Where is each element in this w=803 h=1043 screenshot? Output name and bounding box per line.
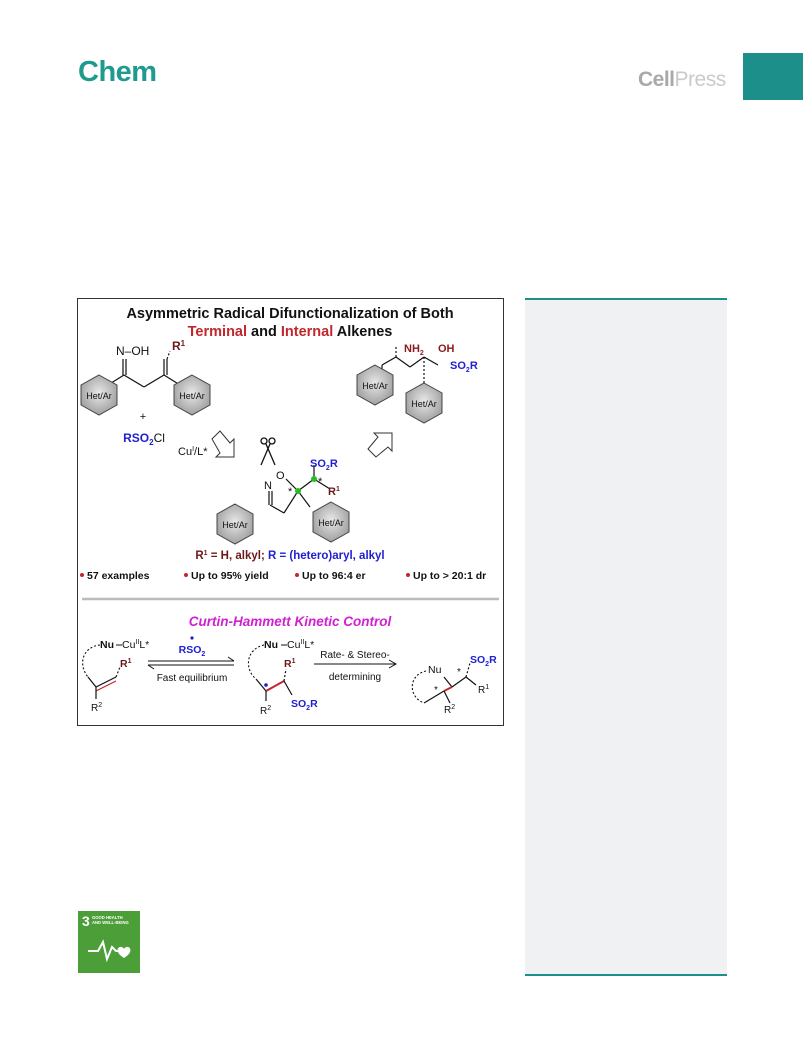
stereocenter-dot [295,488,301,494]
sdg-badge: 3 GOOD HEALTH AND WELL-BEING [78,911,140,973]
het-ar-ring-4: Het/Ar [312,501,350,543]
plus-sign: + [140,411,146,423]
journal-logo: Chem [78,56,157,88]
cu-label: CuIIL* [287,639,314,651]
so2r-label: SO2R [470,654,497,668]
so2r-label: SO2R [310,458,338,472]
isoxazoline-o: O [276,470,285,482]
sdg-number: 3 [82,913,90,929]
star-mark: * [318,476,323,488]
rate-label: Rate- & Stereo- [320,650,389,661]
nu-label: Nu [100,639,114,651]
r1-label: R1 [172,339,186,353]
alkene-bonds [87,666,121,699]
radical-intermediate-bonds [255,668,293,701]
het-ar-ring-2: Het/Ar [173,374,211,416]
graphical-abstract: Asymmetric Radical Difunctionalization o… [77,298,504,726]
nh2-label: NH2 [404,343,424,357]
r1-label: R1 [120,658,132,670]
stat-yield: Up to 95% yield [191,570,269,582]
het-ar-ring-6: Het/Ar [405,382,443,424]
subtitle-and: and [247,324,281,340]
heartbeat-icon [88,939,131,963]
het-ar-ring-1: Het/Ar [80,374,118,416]
r2-label: R2 [91,702,102,714]
so2r-label: SO2R [450,360,478,374]
r1-label: R1 [328,486,340,498]
subtitle-internal: Internal [281,324,333,340]
svg-text:Het/Ar: Het/Ar [318,518,344,528]
figure-subtitle: Terminal and Internal Alkenes [188,324,393,340]
radical-dot [264,683,268,687]
product-bonds [381,347,439,383]
isoxazoline-n: N [264,480,272,492]
stat-dr: Up to > 20:1 dr [413,570,486,582]
svg-text:Het/Ar: Het/Ar [86,391,112,401]
r2-label: R2 [260,705,271,717]
rso2-label: RSO2 [179,644,206,658]
oxime-label: N–OH [116,344,149,358]
kinetic-title: Curtin-Hammett Kinetic Control [189,614,392,629]
oh-label: OH [438,343,455,355]
svg-text:Het/Ar: Het/Ar [362,381,388,391]
catalyst-label: CuI/L* [178,446,208,458]
section-tab [743,53,803,100]
star-mark: * [457,667,461,678]
subtitle-alkenes: Alkenes [333,324,392,340]
r1-label: R1 [284,658,296,670]
arrow-up-icon [367,432,393,458]
rate-label-2: determining [329,672,381,683]
radical-dot [190,636,194,640]
r1-label: R1 [478,684,489,696]
r2-label: R2 [444,704,455,716]
side-panel [525,298,727,976]
publisher-logo-press: Press [674,68,727,91]
stereocenter-dot [311,476,317,482]
publisher-logo: CellPress [638,68,726,92]
tether-dashed [247,644,265,680]
het-ar-ring-5: Het/Ar [356,364,394,406]
het-ar-ring-3: Het/Ar [216,503,254,545]
svg-text:Het/Ar: Het/Ar [411,399,437,409]
sdg-label-1: GOOD HEALTH [92,915,123,920]
tether-dashed [82,644,101,678]
subtitle-terminal: Terminal [188,324,247,340]
stat-er: Up to 96:4 er [302,570,366,582]
star-mark: * [434,685,438,696]
nu-label: Nu [264,639,278,651]
scissors-icon [260,437,276,466]
svg-text:Het/Ar: Het/Ar [222,520,248,530]
sdg-label-2: AND WELL-BEING [92,920,129,925]
figure-title: Asymmetric Radical Difunctionalization o… [126,306,453,322]
conditions-text: R1 = H, alkyl; R = (hetero)aryl, alkyl [195,550,384,562]
cyclized-product-bonds [423,662,477,704]
svg-text:Het/Ar: Het/Ar [179,391,205,401]
nu-label: Nu [428,664,442,676]
stat-examples: 57 examples [87,570,150,582]
so2r-label: SO2R [291,698,318,712]
ring-dashed [411,670,427,704]
publisher-logo-cell: Cell [638,68,675,91]
reagent-label: RSO2Cl [123,431,165,447]
star-mark: * [288,486,293,498]
fast-equilibrium-label: Fast equilibrium [157,673,228,684]
stats-row: 57 examples Up to 95% yield Up to 96:4 e… [80,570,486,582]
cu-label: CuIIL* [122,639,149,651]
graphical-abstract-svg: Asymmetric Radical Difunctionalization o… [80,306,499,717]
arrow-down-icon [211,430,235,458]
